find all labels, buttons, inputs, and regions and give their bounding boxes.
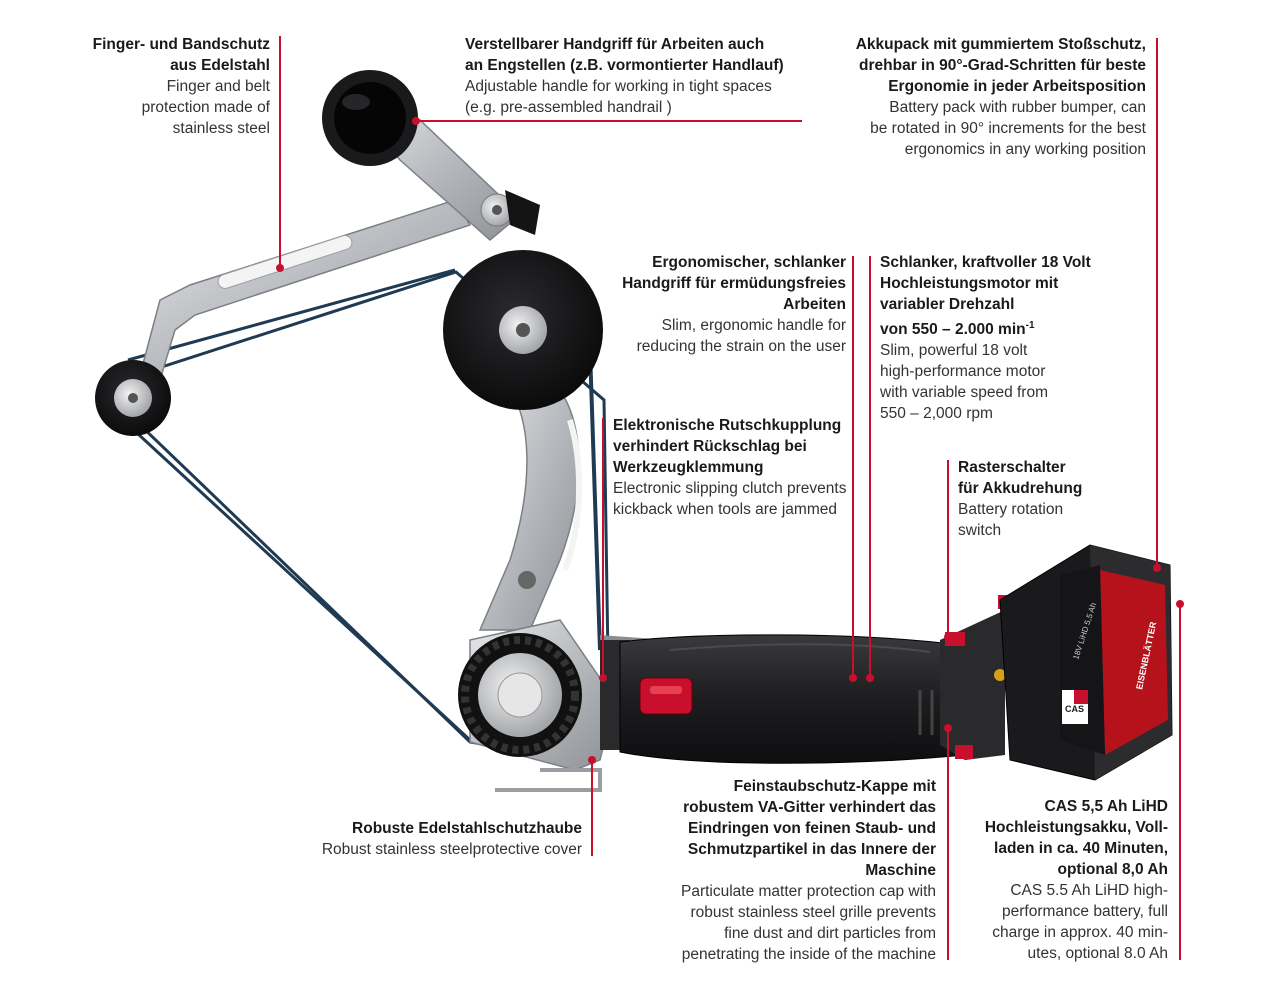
motor-housing	[619, 634, 966, 764]
idler-wheel	[95, 360, 171, 436]
guard-arm	[139, 98, 540, 381]
callout-battery-pack: Akkupack mit gummiertem Stoßschutz, dreh…	[806, 34, 1146, 160]
callout-motor: Schlanker, kraftvoller 18 Volt Hochleist…	[880, 252, 1120, 424]
callout-cover-de: Robuste Edelstahlschutzhaube	[352, 820, 582, 837]
contact-wheel	[458, 619, 616, 792]
callout-handle-adjust-de: Verstellbarer Handgriff für Arbeiten auc…	[465, 36, 784, 74]
callout-clutch-en: Electronic slipping clutch prevents kick…	[613, 480, 847, 518]
callout-ergo-handle-de: Ergonomischer, schlanker Handgriff für e…	[622, 254, 846, 313]
callout-cover: Robuste Edelstahlschutzhaube Robust stai…	[282, 818, 582, 860]
callout-guard-de: Finger- und Bandschutz aus Edelstahl	[92, 36, 270, 74]
callout-switch: Rasterschalter für Akkudrehung Battery r…	[958, 457, 1118, 541]
callout-battery: CAS 5,5 Ah LiHD Hochleistungsakku, Voll-…	[968, 796, 1168, 964]
callout-ergo-handle-en: Slim, ergonomic handle for reducing the …	[636, 317, 846, 355]
callout-battery-en: CAS 5.5 Ah LiHD high- performance batter…	[992, 882, 1168, 962]
drive-wheel	[443, 250, 603, 410]
callout-motor-de: Schlanker, kraftvoller 18 Volt Hochleist…	[880, 254, 1091, 313]
callout-motor-speed: von 550 – 2.000 min-1	[880, 320, 1035, 339]
callout-battery-pack-de: Akkupack mit gummiertem Stoßschutz, dreh…	[855, 36, 1146, 95]
battery-pack: CAS 18V LiHD 5,5 Ah EISENBLÄTTER	[999, 544, 1173, 781]
callout-dust-cap: Feinstaubschutz-Kappe mit robustem VA-Gi…	[636, 776, 936, 965]
callout-dust-cap-en: Particulate matter protection cap with r…	[680, 883, 936, 963]
battery-badge: CAS	[1065, 704, 1084, 714]
callout-handle-adjust: Verstellbarer Handgriff für Arbeiten auc…	[465, 34, 825, 118]
callout-guard-en: Finger and belt protection made of stain…	[141, 78, 270, 137]
adjustable-handle	[322, 70, 418, 166]
callout-motor-en: Slim, powerful 18 volt high-performance …	[880, 342, 1048, 423]
callout-switch-en: Battery rotation switch	[958, 501, 1064, 539]
callout-cover-en: Robust stainless steelprotective cover	[321, 841, 582, 858]
callout-battery-pack-en: Battery pack with rubber bumper, can be …	[870, 99, 1146, 158]
callout-switch-de: Rasterschalter für Akkudrehung	[958, 459, 1083, 497]
contact-arm	[478, 369, 583, 631]
callout-lines	[276, 36, 1184, 960]
callout-guard: Finger- und Bandschutz aus Edelstahl Fin…	[50, 34, 270, 139]
callout-battery-de: CAS 5,5 Ah LiHD Hochleistungsakku, Voll-…	[984, 798, 1168, 878]
callout-ergo-handle: Ergonomischer, schlanker Handgriff für e…	[586, 252, 846, 357]
callout-clutch-de: Elektronische Rutschkupplung verhindert …	[613, 417, 842, 476]
callout-clutch: Elektronische Rutschkupplung verhindert …	[613, 415, 863, 520]
callout-handle-adjust-en: Adjustable handle for working in tight s…	[465, 78, 772, 116]
callout-dust-cap-de: Feinstaubschutz-Kappe mit robustem VA-Gi…	[683, 778, 936, 879]
